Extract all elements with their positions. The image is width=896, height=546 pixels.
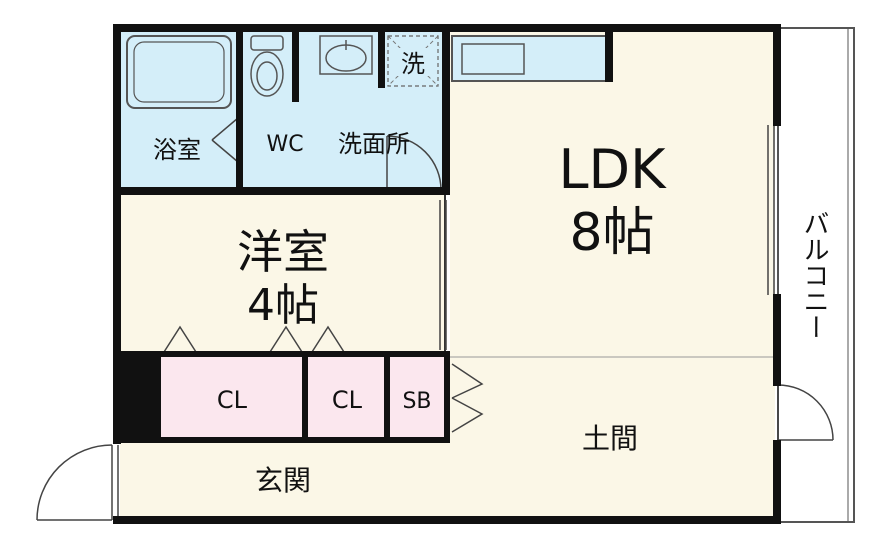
balcony-door xyxy=(777,384,834,441)
western-room-size: 4帖 xyxy=(247,280,319,331)
closet-doors xyxy=(163,325,345,353)
western-room-floor xyxy=(120,195,445,355)
washer-space xyxy=(387,35,439,87)
entrance-door xyxy=(36,444,119,521)
bathtub-inner xyxy=(133,41,225,103)
wash-basin-icon xyxy=(319,35,373,75)
western-room-name: 洋室 xyxy=(237,225,329,279)
washroom-door xyxy=(386,135,442,191)
wall-top xyxy=(113,24,781,32)
entrance-floor xyxy=(120,440,450,520)
wall-bottom xyxy=(113,516,781,524)
wall-left xyxy=(113,24,121,444)
wall-closet-right xyxy=(444,355,450,441)
wall-closet-divider-1 xyxy=(302,355,308,441)
bath-door xyxy=(211,117,239,163)
wall-wc-stub xyxy=(292,30,299,102)
wall-closet-divider-2 xyxy=(384,355,390,441)
closet-2-floor xyxy=(308,355,384,437)
washer-label: 洗 xyxy=(401,50,425,78)
wall-closet-bottom xyxy=(120,437,450,443)
wall-right-bottom xyxy=(773,440,781,524)
closet-1-floor xyxy=(160,355,302,437)
wall-closet-top xyxy=(120,351,450,357)
shoe-box-doors xyxy=(451,363,484,433)
balcony-label: バルコニー xyxy=(799,210,829,340)
wall-wc-left xyxy=(236,30,243,190)
wall-right-top xyxy=(773,24,781,126)
shoe-box-label: SB xyxy=(402,389,431,414)
doma-label: 土間 xyxy=(582,422,638,455)
sink xyxy=(461,43,525,75)
pillar xyxy=(113,355,161,441)
wall-wash-stub xyxy=(378,30,385,88)
wc-label: WC xyxy=(266,132,303,157)
entrance-label: 玄関 xyxy=(255,464,311,497)
ldk-size: 8帖 xyxy=(569,203,654,263)
wall-right-mid xyxy=(773,294,781,386)
washroom-label: 洗面所 xyxy=(338,130,410,158)
ldk-name: LDK xyxy=(558,138,667,201)
bath-label: 浴室 xyxy=(153,136,201,164)
shoe-box-floor xyxy=(390,355,445,437)
bathtub xyxy=(126,35,232,109)
wall-kitchen-right xyxy=(605,30,613,82)
wall-wet-right xyxy=(442,30,450,195)
ldk-floor xyxy=(450,30,775,355)
wall-wet-lower xyxy=(120,187,450,195)
toilet-icon xyxy=(250,35,284,97)
closet-1-label: CL xyxy=(217,386,248,414)
closet-2-label: CL xyxy=(332,386,363,414)
doma-floor xyxy=(450,355,775,520)
